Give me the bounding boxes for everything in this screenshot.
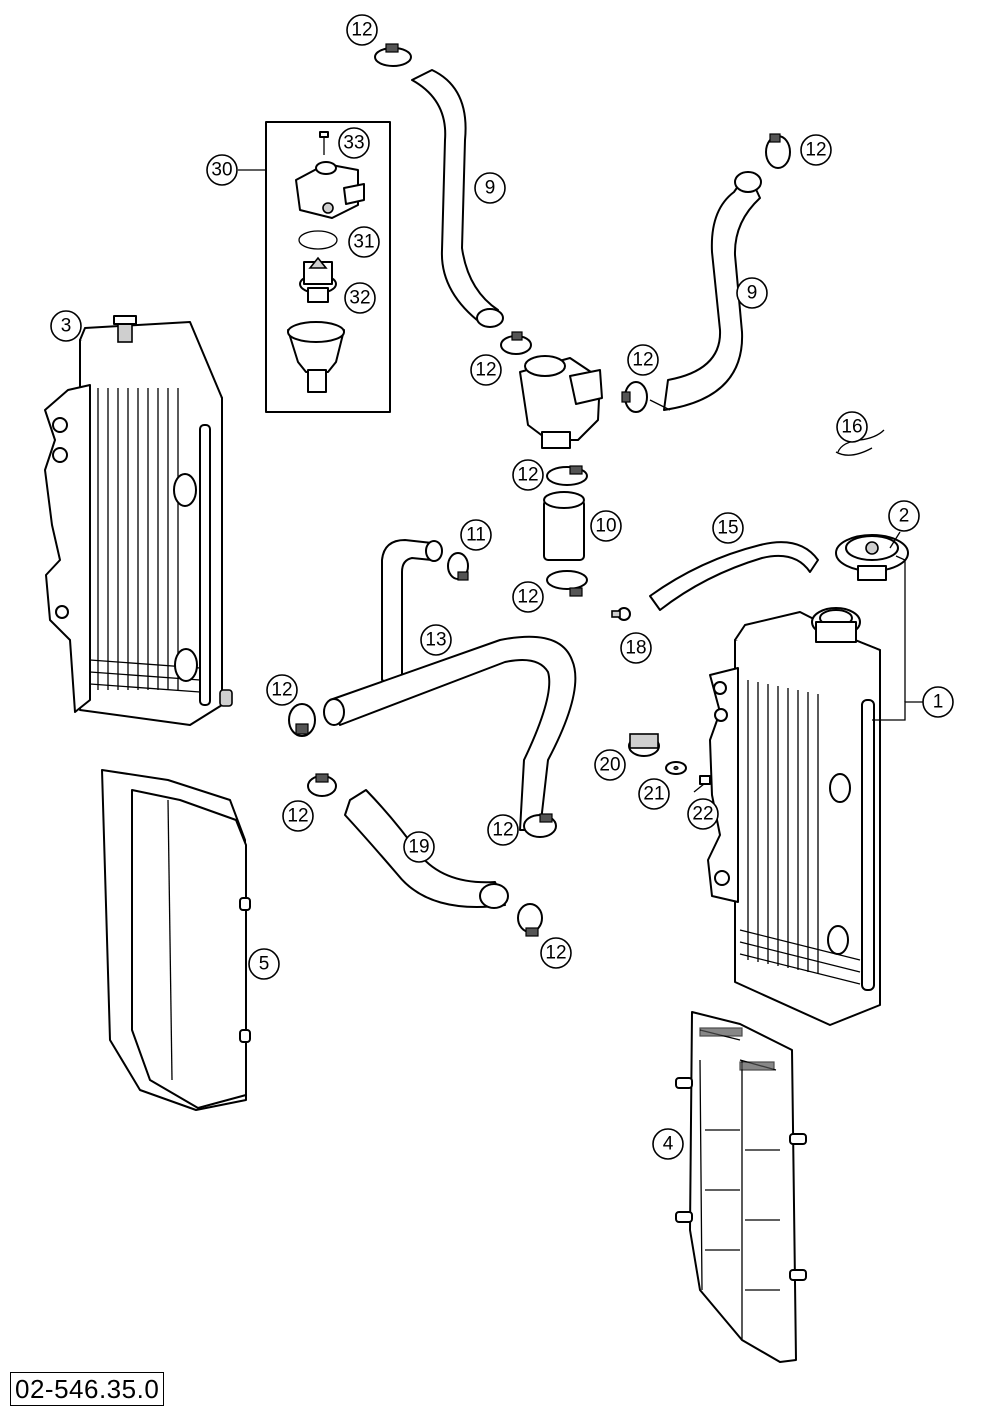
svg-text:2: 2 xyxy=(899,506,910,527)
bolt xyxy=(693,775,711,793)
callout-12: 12 xyxy=(282,800,314,832)
water-pump xyxy=(519,355,603,449)
callout-12: 12 xyxy=(512,581,544,613)
svg-text:30: 30 xyxy=(211,160,232,181)
callout-12: 12 xyxy=(487,814,519,846)
svg-text:22: 22 xyxy=(692,804,713,825)
washer xyxy=(665,761,687,775)
thermostat-insert xyxy=(299,256,337,303)
thermostat-o-ring xyxy=(298,230,338,250)
svg-text:10: 10 xyxy=(595,516,616,537)
hose-clamp xyxy=(447,552,469,581)
svg-text:33: 33 xyxy=(343,133,364,154)
callout-20: 20 xyxy=(594,749,626,781)
callout-10: 10 xyxy=(590,510,622,542)
callout-21: 21 xyxy=(638,778,670,810)
hose-clamp xyxy=(288,703,316,737)
right-radiator-shroud xyxy=(675,1011,807,1363)
svg-text:12: 12 xyxy=(545,943,566,964)
svg-text:12: 12 xyxy=(632,350,653,371)
hose-clamp xyxy=(500,331,532,355)
overflow-hose xyxy=(649,541,819,611)
callout-33: 33 xyxy=(338,127,370,159)
thermostat-housing xyxy=(287,321,345,393)
callout-18: 18 xyxy=(620,632,652,664)
callout-12: 12 xyxy=(540,937,572,969)
callout-15: 15 xyxy=(712,512,744,544)
bypass-hose xyxy=(381,539,443,691)
right-radiator xyxy=(707,607,881,1026)
callout-12: 12 xyxy=(800,134,832,166)
svg-text:12: 12 xyxy=(517,587,538,608)
svg-text:12: 12 xyxy=(351,20,372,41)
callout-5: 5 xyxy=(248,948,280,980)
drain-plug-18 xyxy=(611,607,631,621)
callout-12: 12 xyxy=(512,459,544,491)
thermostat-screw xyxy=(319,131,329,155)
svg-text:11: 11 xyxy=(466,525,486,546)
callout-22: 22 xyxy=(687,798,719,830)
upper-hose-right xyxy=(663,171,761,411)
lower-hose xyxy=(344,789,506,908)
callout-1: 1 xyxy=(922,686,954,718)
svg-text:15: 15 xyxy=(717,518,738,539)
callout-9: 9 xyxy=(736,277,768,309)
svg-text:12: 12 xyxy=(517,465,538,486)
callout-19: 19 xyxy=(403,831,435,863)
svg-text:19: 19 xyxy=(408,837,429,858)
callout-32: 32 xyxy=(344,282,376,314)
svg-text:12: 12 xyxy=(475,360,496,381)
hose-clamp xyxy=(374,43,412,67)
svg-text:20: 20 xyxy=(599,755,620,776)
thermostat-cover xyxy=(295,161,365,219)
hose-clamp xyxy=(546,465,588,486)
callout-2: 2 xyxy=(888,500,920,532)
short-hose xyxy=(543,491,585,561)
callout-16: 16 xyxy=(836,411,868,443)
hose-clamp xyxy=(546,570,588,597)
svg-text:4: 4 xyxy=(663,1134,674,1155)
thermostat-kit-box xyxy=(238,121,391,413)
callout-12: 12 xyxy=(346,14,378,46)
hose-clamp xyxy=(765,133,791,169)
svg-text:12: 12 xyxy=(287,806,308,827)
svg-text:16: 16 xyxy=(841,417,862,438)
left-radiator xyxy=(44,315,233,726)
callout-12: 12 xyxy=(470,354,502,386)
svg-text:18: 18 xyxy=(625,638,646,659)
svg-text:5: 5 xyxy=(259,954,270,975)
svg-text:12: 12 xyxy=(271,680,292,701)
callout-13: 13 xyxy=(420,624,452,656)
callout-3: 3 xyxy=(50,310,82,342)
svg-text:31: 31 xyxy=(353,232,374,253)
svg-text:9: 9 xyxy=(747,283,758,304)
hose-clamp xyxy=(523,813,557,838)
callout-12: 12 xyxy=(266,674,298,706)
drawing-reference-code: 02-546.35.0 xyxy=(10,1372,165,1406)
lower-crossover-hose xyxy=(329,635,577,831)
svg-text:13: 13 xyxy=(425,630,446,651)
left-radiator-shroud xyxy=(101,769,251,1111)
radiator-cap xyxy=(835,534,909,581)
svg-text:12: 12 xyxy=(805,140,826,161)
hose-clamp xyxy=(307,773,337,797)
hose-clamp xyxy=(517,903,543,937)
callout-12: 12 xyxy=(627,344,659,376)
callout-9: 9 xyxy=(474,172,506,204)
svg-text:1: 1 xyxy=(933,692,944,713)
callout-30: 30 xyxy=(206,154,238,186)
svg-text:21: 21 xyxy=(643,784,664,805)
hose-clamp xyxy=(621,381,648,413)
svg-text:12: 12 xyxy=(492,820,513,841)
callout-31: 31 xyxy=(348,226,380,258)
callout-4: 4 xyxy=(652,1128,684,1160)
svg-text:32: 32 xyxy=(349,288,370,309)
svg-text:3: 3 xyxy=(61,316,72,337)
svg-text:9: 9 xyxy=(485,178,496,199)
rubber-grommet xyxy=(628,733,660,757)
callout-11: 11 xyxy=(460,519,492,551)
